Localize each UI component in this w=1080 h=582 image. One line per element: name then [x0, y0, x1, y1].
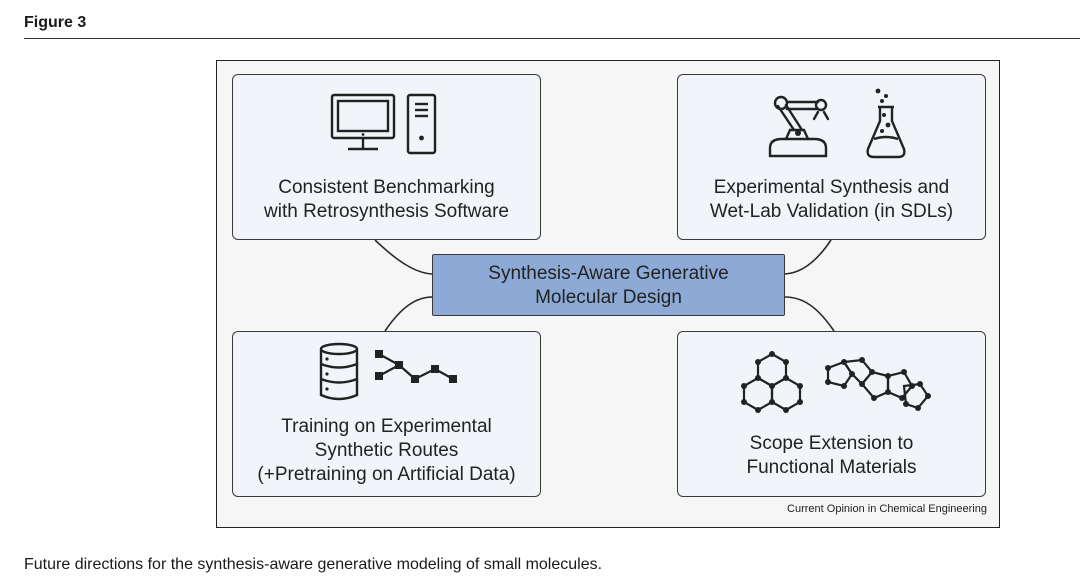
benchmarking-box: Consistent Benchmarking with Retrosynthe… [232, 74, 541, 240]
synthesis-route-icon [375, 350, 457, 383]
robot-arm-icon [768, 95, 830, 158]
fused-ring-molecule-icon [825, 357, 931, 411]
connector-top-left [374, 239, 433, 275]
training-routes-line-2: Synthetic Routes [314, 440, 459, 461]
center-line-2: Molecular Design [535, 287, 682, 308]
connector-bottom-right [784, 296, 835, 332]
figure-label: Figure 3 [24, 14, 87, 31]
training-routes-line-3: (+Pretraining on Artificial Data) [257, 464, 516, 485]
figure-caption: Future directions for the synthesis-awar… [24, 556, 603, 573]
connector-lines [374, 239, 835, 332]
center-box: Synthesis-Aware Generative Molecular Des… [432, 254, 785, 316]
synthesis-validation-line-2: Wet-Lab Validation (in SDLs) [709, 201, 954, 222]
diagram-frame: Consistent Benchmarking with Retrosynthe… [216, 60, 1000, 528]
scope-extension-line-2: Functional Materials [746, 457, 917, 478]
polycyclic-molecule-icon [741, 351, 803, 413]
connector-top-right [784, 239, 832, 275]
top-rule [24, 38, 1080, 39]
benchmarking-line-2: with Retrosynthesis Software [264, 201, 509, 222]
connector-bottom-left [384, 296, 433, 332]
synthesis-validation-box: Experimental Synthesis and Wet-Lab Valid… [677, 74, 986, 240]
database-icon [319, 342, 359, 401]
center-line-1: Synthesis-Aware Generative [488, 263, 729, 284]
synthesis-validation-line-1: Experimental Synthesis and [713, 177, 950, 198]
benchmarking-line-1: Consistent Benchmarking [278, 177, 495, 198]
flask-icon [866, 88, 906, 159]
scope-extension-box: Scope Extension to Functional Materials [677, 331, 986, 497]
scope-extension-line-1: Scope Extension to [749, 433, 914, 454]
computer-monitor-icon [330, 93, 396, 151]
training-routes-line-1: Training on Experimental [281, 416, 492, 437]
credit-text: Current Opinion in Chemical Engineering [787, 503, 987, 515]
computer-tower-icon [406, 93, 437, 155]
training-routes-box: Training on Experimental Synthetic Route… [232, 331, 541, 497]
